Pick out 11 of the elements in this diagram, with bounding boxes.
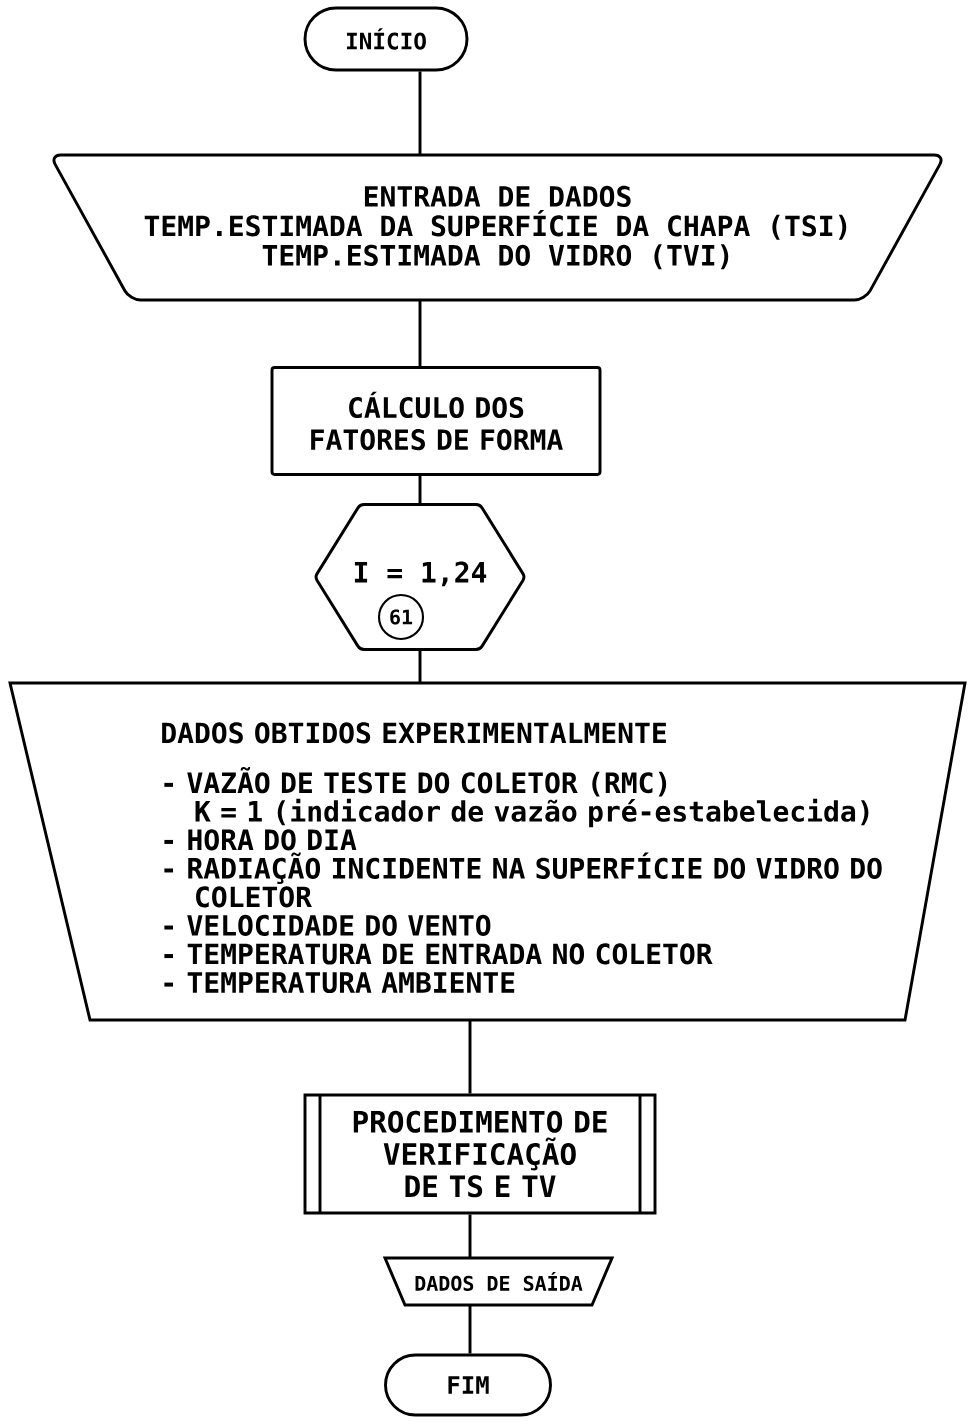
input-trapezoid: ENTRADA DE DADOS TEMP.ESTIMADA DA SUPERFÍCIE DA CHAPA (TSI) TEMP.ESTIMADA DO VIDRO (TVI) (52, 153, 943, 302)
connector-line (418, 300, 422, 367)
connector-line (468, 1305, 472, 1354)
process-box: CÁLCULO DOS FATORES DE FORMA (270, 366, 602, 476)
connector-line (418, 71, 422, 155)
connector-line (468, 1020, 472, 1094)
predefined-process-box: PROCEDIMENTO DE VERIFICAÇÃO DE TS E TV (303, 1093, 657, 1215)
input-trapezoid: DADOS OBTIDOS EXPERIMENTALMENTE - VAZÃO DE TESTE DO COLETOR (RMC) K = 1 (indicador de vazão pré-estabelecida) - HORA DO DIA - RADIAÇÃO INCIDENTE NA SUPERFÍCIE DO VIDRO DO COLETOR - VELOCIDADE DO VENTO - TEMPERATURA DE ENTRADA NO COLETOR - TEMPERATURA AMBIENTE (8, 681, 967, 1022)
connector-line (418, 649, 422, 683)
connector-line (468, 1214, 472, 1258)
connector-line (418, 475, 422, 505)
